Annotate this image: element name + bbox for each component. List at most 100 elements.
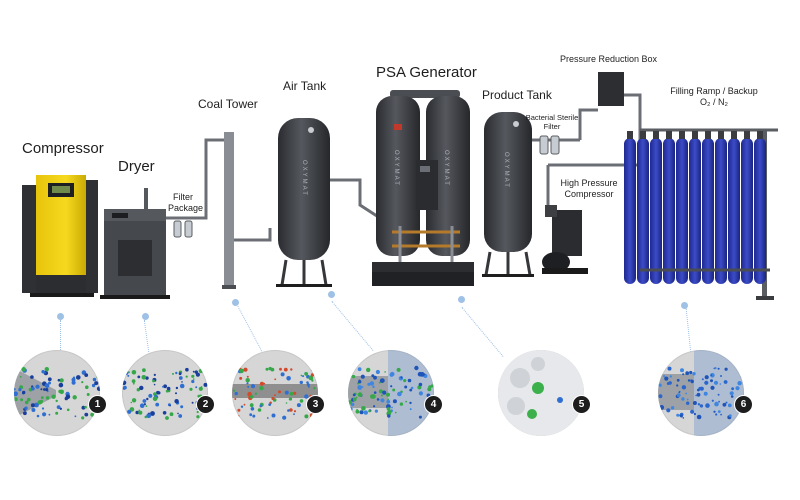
particle bbox=[58, 389, 62, 394]
particle bbox=[35, 384, 40, 389]
particle bbox=[375, 369, 380, 375]
particle bbox=[268, 403, 272, 406]
particle bbox=[175, 371, 178, 375]
particle bbox=[690, 409, 695, 414]
particle bbox=[399, 402, 404, 406]
particle bbox=[234, 398, 237, 400]
cylinder-valve bbox=[627, 131, 633, 139]
cylinder-valve bbox=[705, 131, 711, 139]
particle bbox=[682, 417, 685, 419]
particle bbox=[59, 378, 64, 383]
particle bbox=[91, 383, 96, 388]
particle bbox=[192, 378, 195, 380]
label-dryer: Dryer bbox=[118, 158, 155, 175]
particle bbox=[146, 397, 149, 401]
particle bbox=[198, 368, 204, 374]
particle bbox=[201, 416, 204, 419]
particle bbox=[203, 382, 208, 387]
particle bbox=[15, 412, 20, 417]
particle bbox=[717, 367, 720, 370]
particle bbox=[169, 412, 174, 417]
particle bbox=[48, 381, 51, 385]
particle bbox=[676, 384, 679, 387]
particle bbox=[306, 383, 310, 387]
particle bbox=[24, 406, 28, 410]
particle bbox=[293, 413, 295, 416]
particle bbox=[380, 398, 385, 403]
particle bbox=[405, 400, 407, 403]
particle bbox=[94, 381, 99, 386]
particle bbox=[81, 416, 85, 420]
particle bbox=[81, 381, 84, 384]
particle bbox=[66, 408, 70, 412]
particle bbox=[373, 405, 376, 408]
particle bbox=[27, 397, 31, 402]
particle bbox=[704, 375, 709, 380]
particle bbox=[40, 388, 43, 391]
particle bbox=[731, 387, 734, 391]
connector-dot-2 bbox=[142, 313, 149, 320]
particle bbox=[152, 379, 155, 383]
particle bbox=[84, 412, 89, 417]
particle bbox=[351, 374, 356, 379]
particle bbox=[22, 390, 26, 395]
particle bbox=[666, 408, 671, 413]
particle bbox=[247, 385, 250, 388]
particle bbox=[84, 373, 89, 377]
particle bbox=[696, 392, 701, 397]
particle bbox=[145, 376, 149, 380]
psa-generator: OXYMAT OXYMAT bbox=[372, 90, 474, 286]
particle bbox=[86, 393, 90, 396]
air-tank: OXYMAT bbox=[276, 118, 381, 287]
particle bbox=[178, 376, 183, 380]
cylinder-valve bbox=[757, 131, 763, 139]
particle bbox=[290, 368, 293, 371]
particle bbox=[348, 400, 352, 405]
svg-text:OXYMAT: OXYMAT bbox=[503, 152, 509, 189]
particle bbox=[96, 376, 99, 379]
particle bbox=[284, 390, 289, 395]
svg-text:OXYMAT: OXYMAT bbox=[301, 160, 307, 197]
particle bbox=[730, 395, 734, 398]
particle bbox=[409, 401, 412, 405]
particle bbox=[181, 381, 183, 383]
particle bbox=[288, 398, 291, 401]
particle bbox=[293, 410, 297, 413]
particle bbox=[682, 373, 685, 376]
particle bbox=[14, 388, 16, 391]
particle bbox=[138, 409, 140, 412]
particle bbox=[234, 391, 238, 396]
particle bbox=[659, 405, 665, 410]
particle bbox=[740, 375, 743, 378]
particle bbox=[676, 393, 681, 398]
particle bbox=[135, 410, 139, 415]
particle bbox=[23, 411, 27, 416]
particle bbox=[72, 376, 76, 379]
particle bbox=[178, 414, 183, 418]
particle bbox=[658, 394, 663, 399]
particle bbox=[243, 403, 246, 406]
particle bbox=[380, 394, 383, 397]
particle bbox=[250, 384, 256, 389]
particle bbox=[142, 368, 146, 373]
particle bbox=[725, 401, 728, 404]
particle bbox=[360, 374, 365, 379]
particle bbox=[357, 392, 363, 397]
cylinder-valve bbox=[718, 131, 724, 139]
pressure-reduction-box bbox=[578, 72, 642, 160]
particle bbox=[239, 368, 244, 374]
particle bbox=[266, 417, 269, 419]
detail-circle-drying bbox=[122, 350, 208, 436]
particle bbox=[34, 402, 39, 408]
particle bbox=[711, 399, 714, 402]
particle bbox=[678, 391, 681, 393]
particle bbox=[271, 396, 275, 401]
particle bbox=[681, 385, 687, 390]
particle bbox=[681, 397, 685, 401]
particle bbox=[696, 414, 702, 420]
detail-circle-air-storage bbox=[348, 350, 434, 436]
particle bbox=[259, 386, 264, 391]
particle bbox=[96, 386, 100, 391]
